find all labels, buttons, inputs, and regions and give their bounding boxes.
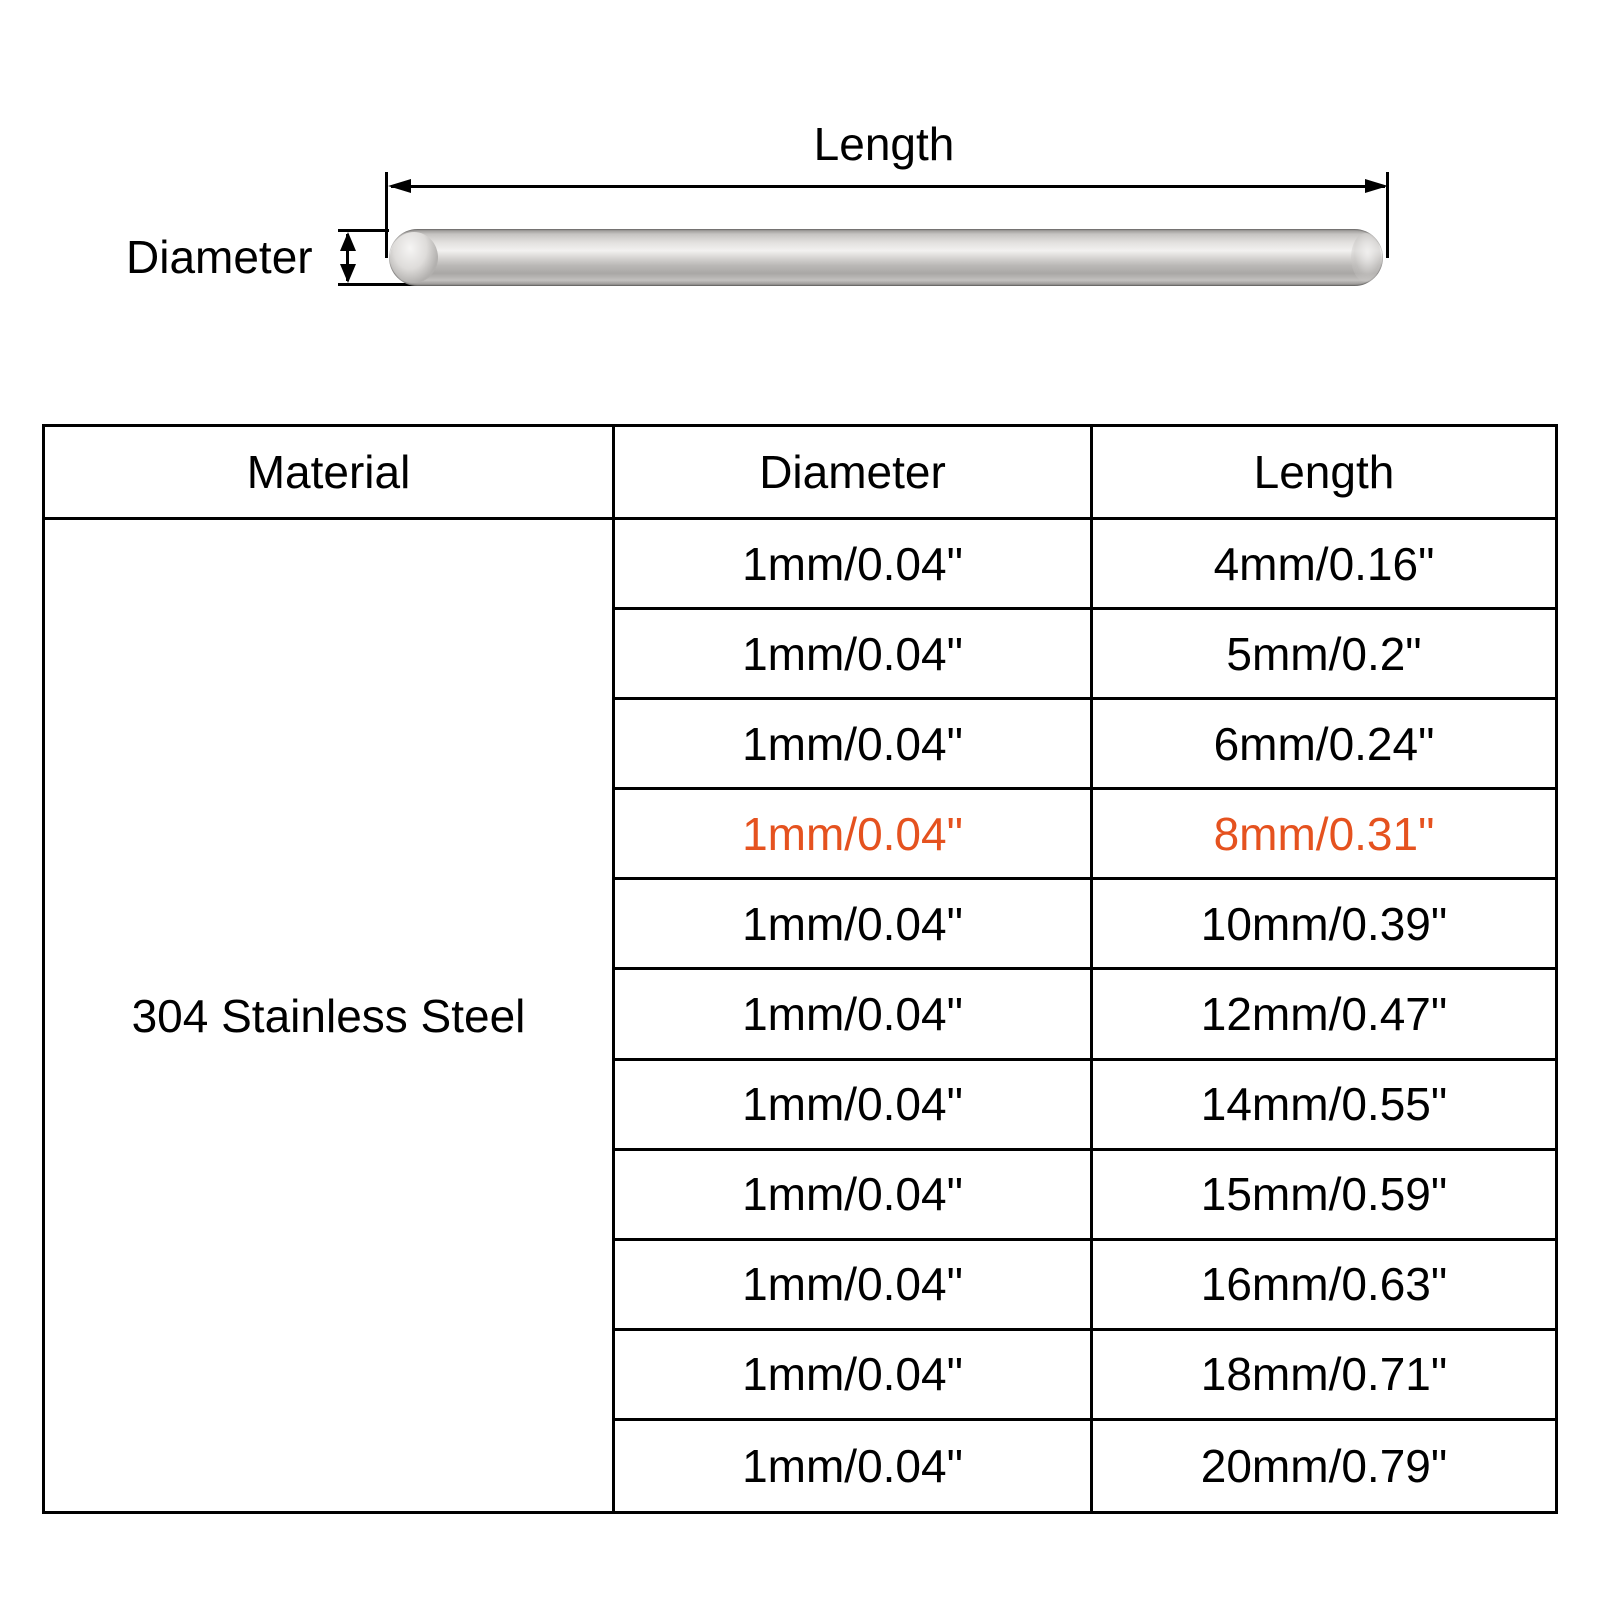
spec-cell-length: 14mm/0.55"	[1093, 1061, 1555, 1151]
arrow-right-icon	[1365, 179, 1388, 193]
spec-cell-diameter: 1mm/0.04"	[615, 700, 1093, 791]
diameter-tick-top	[338, 229, 389, 232]
spec-cell-diameter: 1mm/0.04"	[615, 790, 1093, 881]
spec-cell-length: 20mm/0.79"	[1200, 1439, 1448, 1492]
spec-cell-diameter: 1mm/0.04"	[615, 610, 1093, 701]
diameter-dimension-arrow	[340, 232, 356, 283]
spec-cell-diameter: 1mm/0.04"	[615, 880, 1093, 971]
spec-cell-diameter: 1mm/0.04"	[615, 1150, 1093, 1241]
material-value: 304 Stainless Steel	[45, 520, 615, 1511]
spec-cell-length: 16mm/0.63"	[1093, 1241, 1555, 1331]
spec-cell-diameter: 1mm/0.04"	[615, 970, 1093, 1061]
length-arrow-shaft	[391, 185, 1385, 188]
header-diameter: Diameter	[615, 427, 1093, 517]
diameter-tick-bottom	[338, 283, 429, 286]
spec-cell-length: 12mm/0.47"	[1093, 970, 1555, 1061]
spec-cell-diameter: 1mm/0.04"	[615, 1240, 1093, 1331]
spec-cell-length: 6mm/0.24"	[1093, 700, 1555, 791]
spec-cell-diameter: 1mm/0.04"	[615, 1330, 1093, 1421]
spec-cell-length: 8mm/0.31"	[1093, 790, 1555, 881]
spec-table-header-row: Material Diameter Length	[45, 427, 1555, 520]
diameter-dimension-label: Diameter	[126, 231, 313, 283]
spec-table: Material Diameter Length 304 Stainless S…	[42, 424, 1558, 1514]
steel-rod-image	[389, 229, 1383, 286]
spec-table-body: 304 Stainless Steel 1mm/0.04"4mm/0.16"1m…	[45, 520, 1555, 1511]
length-extension-line-left	[385, 172, 388, 258]
spec-cell-diameter: 1mm/0.04"	[615, 520, 1093, 611]
arrow-down-icon	[340, 264, 356, 283]
length-dimension-label: Length	[813, 118, 955, 170]
length-extension-line-right	[1386, 172, 1389, 258]
spec-cell-length: 4mm/0.16"	[1093, 520, 1555, 611]
diameter-arrow-shaft	[346, 234, 349, 281]
header-length: Length	[1253, 446, 1395, 498]
spec-cell-length: 15mm/0.59"	[1093, 1151, 1555, 1241]
spec-cell-diameter: 1mm/0.04"	[615, 1060, 1093, 1151]
header-material: Material	[45, 427, 615, 517]
spec-cell-length: 18mm/0.71"	[1093, 1331, 1555, 1421]
dimension-diagram: Length Diameter	[0, 0, 1600, 420]
spec-cell-length: 5mm/0.2"	[1093, 610, 1555, 701]
spec-cell-length: 10mm/0.39"	[1093, 880, 1555, 971]
length-dimension-arrow	[388, 178, 1388, 195]
spec-cell-diameter: 1mm/0.04"	[615, 1420, 1093, 1511]
spec-rows: 1mm/0.04"4mm/0.16"1mm/0.04"5mm/0.2"1mm/0…	[615, 520, 1555, 1511]
